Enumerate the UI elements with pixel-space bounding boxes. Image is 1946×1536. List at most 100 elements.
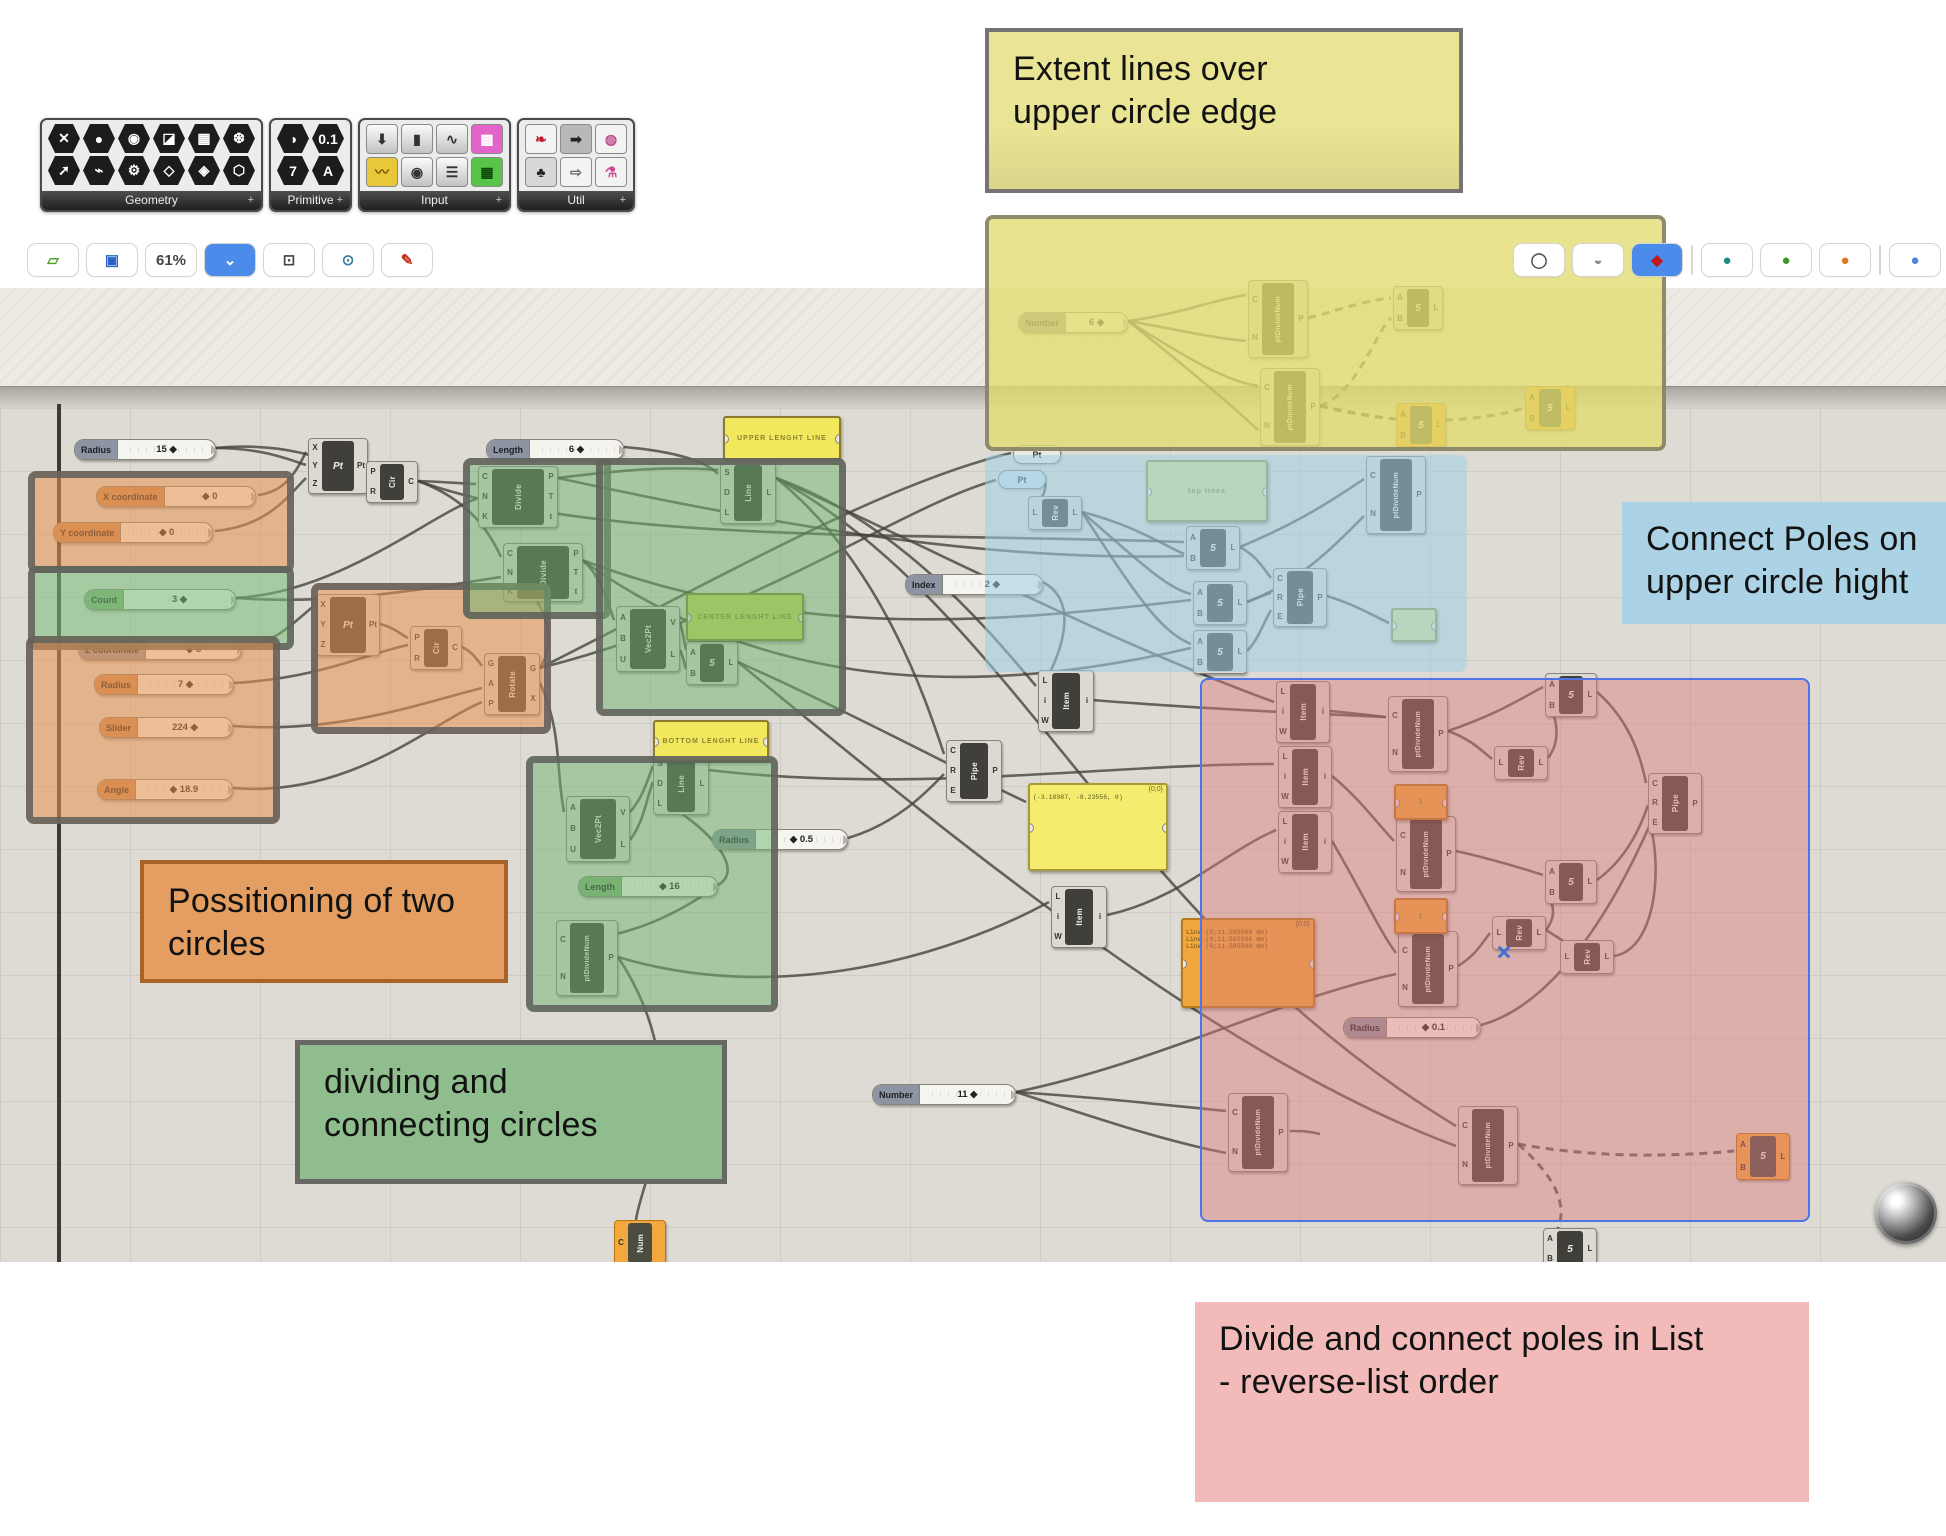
blue-material-button[interactable]: ● [1890, 244, 1940, 276]
port-in-A[interactable]: A [1400, 409, 1406, 419]
port-in-A[interactable]: A [1547, 1234, 1553, 1243]
green-material-button[interactable]: ● [1761, 244, 1811, 276]
port-out-L[interactable]: L [1433, 303, 1439, 312]
port-in-C[interactable]: C [1232, 1108, 1238, 1118]
port-in-A[interactable]: A [1190, 532, 1196, 542]
panel-bottom-length-line[interactable]: BOTTOM LENGHT LINE [653, 720, 769, 762]
port-in-L[interactable]: L [1282, 817, 1288, 826]
panel-small-green[interactable] [1391, 608, 1437, 642]
port-in-A[interactable]: A [620, 612, 626, 622]
port-in-B[interactable]: B [1529, 413, 1535, 423]
port-in-R[interactable]: R [1652, 798, 1658, 808]
expand-icon[interactable]: + [495, 194, 502, 206]
port-in-B[interactable]: B [1197, 657, 1203, 667]
port-in-C[interactable]: C [1277, 573, 1283, 583]
port-in-C[interactable]: C [560, 934, 566, 944]
port-in-W[interactable]: W [1281, 792, 1289, 801]
port-in-B[interactable]: B [1547, 1254, 1553, 1263]
plane-icon[interactable]: ◪ [153, 124, 185, 153]
rendered-preview-button[interactable]: ◆ [1632, 244, 1682, 276]
port-in-L[interactable]: L [657, 799, 663, 808]
port-out-X[interactable]: X [530, 694, 536, 703]
port-in-K[interactable]: K [507, 586, 513, 596]
port-in-R[interactable]: R [414, 653, 420, 663]
port-in-L[interactable]: L [1055, 892, 1061, 901]
knob-icon[interactable]: ◉ [401, 157, 433, 187]
port-out-L[interactable]: L [766, 488, 772, 497]
slider-z-coordinate[interactable]: Z coordinate◆ 8 [78, 639, 242, 660]
port-in-A[interactable]: A [1740, 1140, 1746, 1150]
param-point-2[interactable]: Pt [998, 470, 1046, 489]
open-file-button[interactable]: ▱ [28, 244, 78, 276]
port-out-T[interactable]: T [573, 567, 579, 577]
panel-line-data[interactable]: {0;0}Line (0;11.585508 mm)Line (0;11.585… [1181, 918, 1315, 1008]
port-in-R[interactable]: R [1277, 592, 1283, 602]
port-in-C[interactable]: C [1400, 830, 1406, 840]
decimal-icon[interactable]: 0.1 [312, 124, 344, 153]
expand-icon[interactable]: + [336, 194, 343, 206]
port-in-A[interactable]: A [1197, 636, 1203, 646]
port-in-B[interactable]: B [1549, 887, 1555, 897]
port-in-N[interactable]: N [1392, 747, 1398, 757]
port-in-W[interactable]: W [1041, 716, 1049, 725]
port-in-U[interactable]: U [570, 845, 576, 855]
port-out-P[interactable]: P [573, 548, 579, 558]
slider-x-coordinate[interactable]: X coordinate◆ 0 [96, 486, 256, 507]
port-out-P[interactable]: P [1446, 849, 1452, 858]
save-file-button[interactable]: ▣ [87, 244, 137, 276]
preview-eye-button[interactable]: ⊙ [323, 244, 373, 276]
port-out-C[interactable]: C [452, 643, 458, 652]
slider-angle[interactable]: Angle◆ 18.9 [97, 779, 233, 800]
port-in-C[interactable]: C [507, 548, 513, 558]
port-out-Pt[interactable]: Pt [357, 461, 365, 470]
port-in-A[interactable]: A [1529, 392, 1535, 402]
port-in-B[interactable]: B [690, 668, 696, 678]
port-out-P[interactable]: P [1692, 798, 1698, 808]
graph-icon[interactable]: ∿ [436, 124, 468, 154]
port-in-N[interactable]: N [1402, 982, 1408, 992]
tree-icon[interactable]: ♣ [525, 157, 557, 187]
port-in-C[interactable]: C [618, 1238, 624, 1247]
slider-radius-01[interactable]: Radius◆ 0.1 [1343, 1017, 1481, 1038]
port-in-L[interactable]: L [1564, 952, 1570, 961]
port-out-L[interactable]: L [670, 650, 676, 659]
port-in-R[interactable]: R [950, 766, 956, 775]
port-in-Z[interactable]: Z [312, 479, 318, 488]
port-in-C[interactable]: C [1264, 383, 1270, 392]
port-out-C[interactable]: C [408, 477, 414, 486]
port-out-V[interactable]: V [620, 808, 626, 817]
port-out-L[interactable]: L [1587, 690, 1593, 699]
port-out-t[interactable]: t [574, 586, 578, 596]
port-in-Y[interactable]: Y [320, 620, 326, 629]
port-in-N[interactable]: N [507, 567, 513, 577]
expand-icon[interactable]: + [247, 194, 254, 206]
port-in-C[interactable]: C [1402, 945, 1408, 955]
port-in-N[interactable]: N [482, 492, 488, 501]
port-out-V[interactable]: V [670, 618, 676, 627]
port-in-P[interactable]: P [370, 467, 376, 476]
port-in-E[interactable]: E [1652, 818, 1658, 828]
port-in-i[interactable]: i [1283, 772, 1287, 781]
port-in-B[interactable]: B [1740, 1162, 1746, 1172]
port-out-P[interactable]: P [608, 953, 614, 962]
port-out-P[interactable]: P [1416, 490, 1422, 499]
port-in-G[interactable]: G [487, 659, 495, 668]
port-in-i[interactable]: i [1043, 696, 1047, 705]
circle-icon[interactable]: ● [83, 124, 115, 153]
